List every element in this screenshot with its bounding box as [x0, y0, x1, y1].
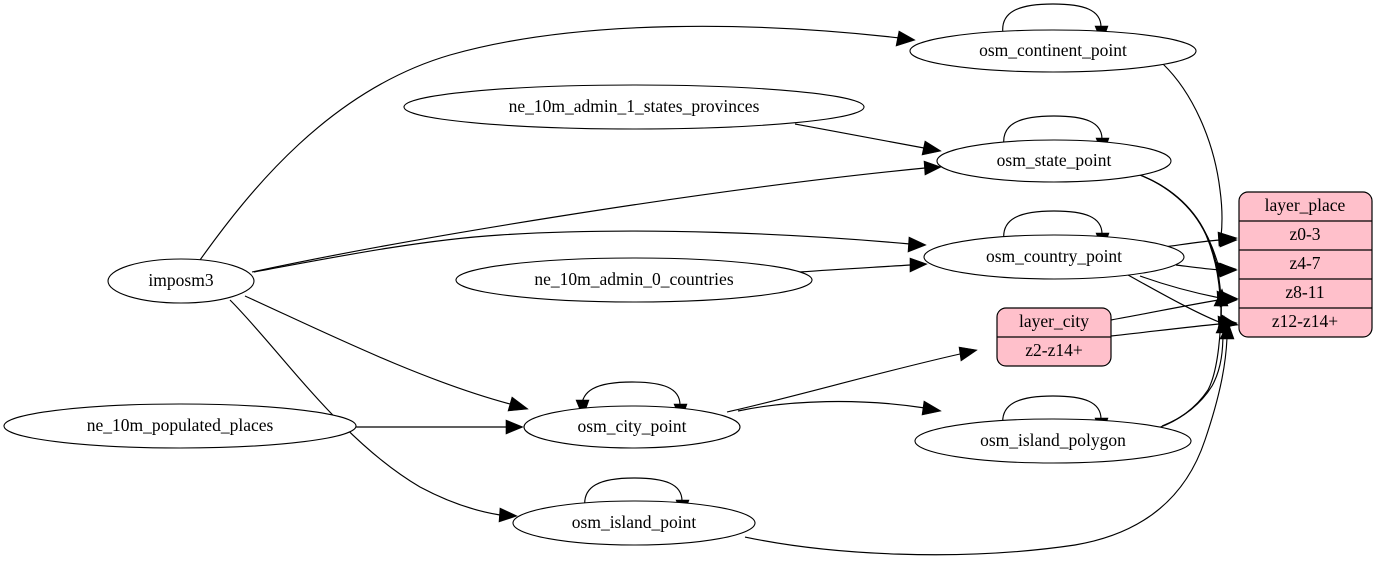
record-row-layer_city-z2[interactable]: z2-z14+ — [1025, 340, 1083, 360]
edge-ne_10m_admin_1_states_provinces-to-osm_state_point — [794, 123, 942, 156]
node-imposm3[interactable]: imposm3 — [107, 258, 255, 304]
record-row-layer_place-z8-11[interactable]: z8-11 — [1285, 282, 1324, 302]
edge-osm_country_point-to-layer_place_z4_7 — [1175, 262, 1238, 278]
node-ne_10m_admin_0_countries[interactable]: ne_10m_admin_0_countries — [455, 257, 813, 303]
record-row-layer_place-z0-3[interactable]: z0-3 — [1289, 224, 1320, 244]
edge-osm_city_point-to-layer_city_z2 — [726, 346, 978, 413]
record-title-layer_city: layer_city — [1019, 311, 1089, 331]
node-label-osm_island_polygon: osm_island_polygon — [980, 430, 1126, 450]
node-osm_island_polygon[interactable]: osm_island_polygon — [914, 418, 1192, 464]
record-row-layer_place-z12-z14[interactable]: z12-z14+ — [1272, 311, 1338, 331]
node-label-imposm3: imposm3 — [148, 270, 213, 290]
edge-osm_island_point-to-osm_island_polygon — [737, 400, 942, 416]
record-node-layer_city[interactable]: layer_city z2-z14+ — [996, 307, 1112, 367]
edge-imposm3-to-osm_island_point — [229, 299, 518, 523]
node-label-ne_10m_admin_0_countries: ne_10m_admin_0_countries — [534, 269, 733, 289]
node-ne_10m_admin_1_states_provinces[interactable]: ne_10m_admin_1_states_provinces — [403, 84, 865, 130]
node-label-ne_10m_populated_places: ne_10m_populated_places — [87, 415, 274, 435]
node-label-ne_10m_admin_1_states_provinces: ne_10m_admin_1_states_provinces — [509, 96, 760, 116]
node-label-osm_island_point: osm_island_point — [572, 512, 697, 532]
edge-imposm3-to-osm_city_point — [244, 295, 529, 412]
edge-imposm3-to-osm_continent_point — [199, 25, 916, 261]
edge-imposm3-to-osm_state_point — [251, 160, 942, 273]
node-osm_island_point[interactable]: osm_island_point — [512, 500, 756, 546]
node-label-osm_country_point: osm_country_point — [986, 246, 1122, 266]
node-osm_city_point[interactable]: osm_city_point — [523, 405, 741, 449]
edge-osm_island_point-to-layer_place_z12 — [744, 321, 1235, 556]
edge-osm_island_polygon-to-layer_place_z12 — [1161, 315, 1231, 427]
record-title-layer_place: layer_place — [1265, 195, 1346, 215]
edge-osm_continent_point-to-layer_place_z0_3 — [1162, 63, 1238, 247]
edge-imposm3-to-osm_country_point — [253, 230, 927, 273]
edge-ne_10m_admin_0_countries-to-osm_country_point — [799, 257, 928, 273]
record-layer: layer_city z2-z14+ layer_place z0-3 z4-7… — [996, 191, 1373, 367]
node-osm_state_point[interactable]: osm_state_point — [936, 139, 1172, 183]
record-node-layer_place[interactable]: layer_place z0-3 z4-7 z8-11 z12-z14+ — [1238, 191, 1373, 338]
node-layer: imposm3 ne_10m_admin_1_states_provinces … — [3, 29, 1197, 546]
node-ne_10m_populated_places[interactable]: ne_10m_populated_places — [3, 403, 357, 449]
node-label-osm_state_point: osm_state_point — [997, 150, 1112, 170]
node-osm_continent_point[interactable]: osm_continent_point — [909, 29, 1197, 73]
node-label-osm_continent_point: osm_continent_point — [979, 40, 1127, 60]
edge-ne_10m_populated_places-to-osm_city_point — [356, 419, 524, 435]
record-row-layer_place-z4-7[interactable]: z4-7 — [1289, 253, 1320, 273]
node-osm_country_point[interactable]: osm_country_point — [923, 234, 1185, 280]
edge-layer — [199, 3, 1239, 556]
node-label-osm_city_point: osm_city_point — [578, 416, 687, 436]
